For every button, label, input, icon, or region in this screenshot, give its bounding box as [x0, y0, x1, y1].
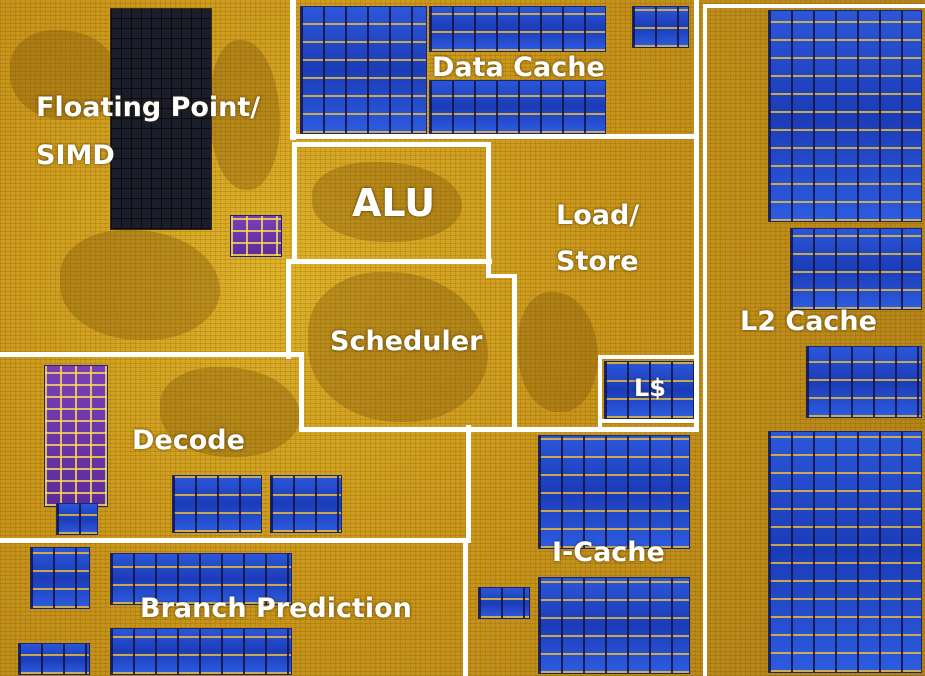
icache-array: [538, 435, 690, 549]
divider: [286, 259, 291, 359]
divider: [694, 0, 699, 427]
region-scheduler: [288, 262, 513, 430]
decode-array: [270, 475, 342, 533]
divider: [703, 4, 925, 8]
label-branch-prediction: Branch Prediction: [140, 593, 412, 624]
fp-small-array: [230, 215, 282, 257]
decode-purple-array: [44, 365, 108, 507]
region-branch-prediction: [0, 543, 465, 676]
logic-cluster: [312, 162, 462, 242]
region-alu: [292, 142, 488, 262]
logic-cluster: [10, 30, 120, 120]
icache-array: [478, 587, 530, 619]
divider: [290, 134, 698, 139]
l2-array: [806, 346, 922, 418]
divider: [0, 352, 303, 357]
region-l2-cache: [706, 6, 925, 676]
label-floating-point-line2: SIMD: [36, 140, 115, 171]
divider: [299, 352, 304, 432]
data-cache-array: [300, 6, 427, 134]
logic-cluster: [60, 230, 220, 340]
data-cache-array: [429, 6, 606, 52]
divider: [286, 259, 492, 264]
data-cache-array: [429, 80, 606, 134]
logic-cluster: [210, 40, 280, 190]
label-icache: I-Cache: [552, 537, 665, 568]
divider: [299, 427, 699, 432]
data-cache-array: [632, 6, 689, 48]
fp-register-array: [110, 8, 212, 230]
divider: [0, 538, 467, 543]
icache-array: [538, 577, 690, 674]
region-icache: [468, 427, 698, 676]
region-floating-point-simd: [0, 0, 292, 352]
label-ls: L$: [634, 374, 666, 402]
l2-array: [790, 228, 922, 310]
label-l2-cache: L2 Cache: [740, 306, 877, 337]
logic-cluster: [518, 292, 598, 412]
region-ls: [600, 357, 698, 421]
divider: [292, 142, 297, 262]
ls-array: [604, 361, 696, 419]
logic-cluster: [308, 272, 488, 422]
label-decode: Decode: [132, 425, 245, 456]
l2-array: [768, 431, 922, 673]
divider: [598, 355, 698, 359]
label-data-cache: Data Cache: [432, 52, 605, 83]
divider: [703, 4, 707, 676]
l2-array: [768, 10, 922, 222]
label-floating-point-line1: Floating Point/: [36, 92, 261, 123]
region-decode: [0, 357, 515, 540]
divider: [598, 355, 602, 427]
branch-array: [110, 553, 292, 605]
region-load-store: [488, 142, 698, 427]
label-load-store-line2: Store: [556, 246, 639, 277]
label-scheduler: Scheduler: [330, 326, 483, 357]
label-alu: ALU: [352, 181, 436, 225]
divider: [290, 0, 296, 140]
label-load-store-line1: Load/: [556, 200, 640, 231]
region-data-cache: [292, 0, 694, 138]
divider: [292, 142, 488, 147]
branch-array: [18, 643, 90, 675]
logic-cluster: [160, 367, 300, 457]
decode-array: [172, 475, 262, 533]
divider: [466, 425, 471, 543]
divider: [463, 538, 468, 676]
divider: [486, 274, 516, 278]
divider: [486, 142, 491, 278]
branch-array: [30, 547, 90, 609]
decode-array: [56, 503, 98, 535]
branch-array: [110, 628, 292, 675]
divider: [512, 274, 517, 429]
divider: [598, 419, 698, 423]
